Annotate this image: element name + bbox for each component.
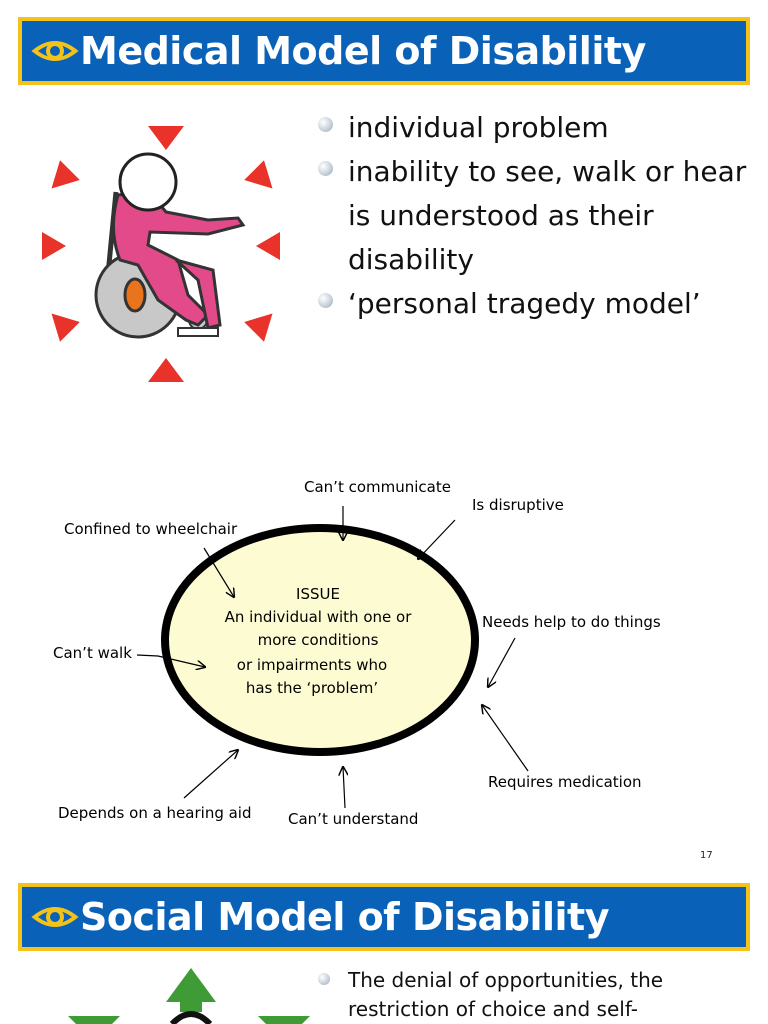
label-requires-medication: Requires medication: [488, 773, 642, 791]
label-cant-walk: Can’t walk: [53, 644, 132, 662]
bullet-item: inability to see, walk or hear is unders…: [318, 150, 748, 282]
slide-1-title: Medical Model of Disability: [80, 29, 646, 73]
slide-2-title-banner: Social Model of Disability: [18, 883, 750, 951]
page-number: 17: [700, 850, 713, 861]
issue-line-4: or impairments who: [237, 656, 387, 674]
bullet-item: individual problem: [318, 106, 748, 150]
label-needs-help: Needs help to do things: [482, 613, 661, 631]
outward-arrows: [68, 968, 310, 1024]
slide-1-bullets: individual problem inability to see, wal…: [318, 106, 748, 326]
label-is-disruptive: Is disruptive: [472, 496, 564, 514]
eye-icon: [31, 907, 79, 927]
issue-ellipse: [161, 524, 479, 756]
issue-line-5: has the ‘problem’: [246, 679, 378, 697]
diagram-arrows: [136, 506, 529, 809]
bullet-icon: [318, 161, 333, 176]
slide-1-title-banner: Medical Model of Disability: [18, 17, 750, 85]
wheelchair-user-icon: [42, 126, 280, 382]
eye-icon: [31, 41, 79, 61]
inward-arrows: [42, 126, 280, 382]
slide-2-title: Social Model of Disability: [80, 895, 609, 939]
label-cant-communicate: Can’t communicate: [304, 478, 451, 496]
issue-line-2: An individual with one or: [225, 608, 413, 626]
issue-line-3: more conditions: [258, 631, 379, 649]
bullet-item: The denial of opportunities, the restric…: [318, 966, 748, 1024]
slide-2-bullets: The denial of opportunities, the restric…: [318, 966, 748, 1024]
social-model-figure: [68, 968, 310, 1024]
bullet-item: ‘personal tragedy model’: [318, 282, 748, 326]
issue-line-1: ISSUE: [296, 585, 340, 603]
label-confined: Confined to wheelchair: [64, 520, 238, 538]
bullet-icon: [318, 973, 330, 985]
label-hearing-aid: Depends on a hearing aid: [58, 804, 252, 822]
medical-model-diagram: ISSUE An individual with one or more con…: [53, 478, 661, 828]
label-cant-understand: Can’t understand: [288, 810, 418, 828]
bullet-icon: [318, 117, 333, 132]
bullet-icon: [318, 293, 333, 308]
